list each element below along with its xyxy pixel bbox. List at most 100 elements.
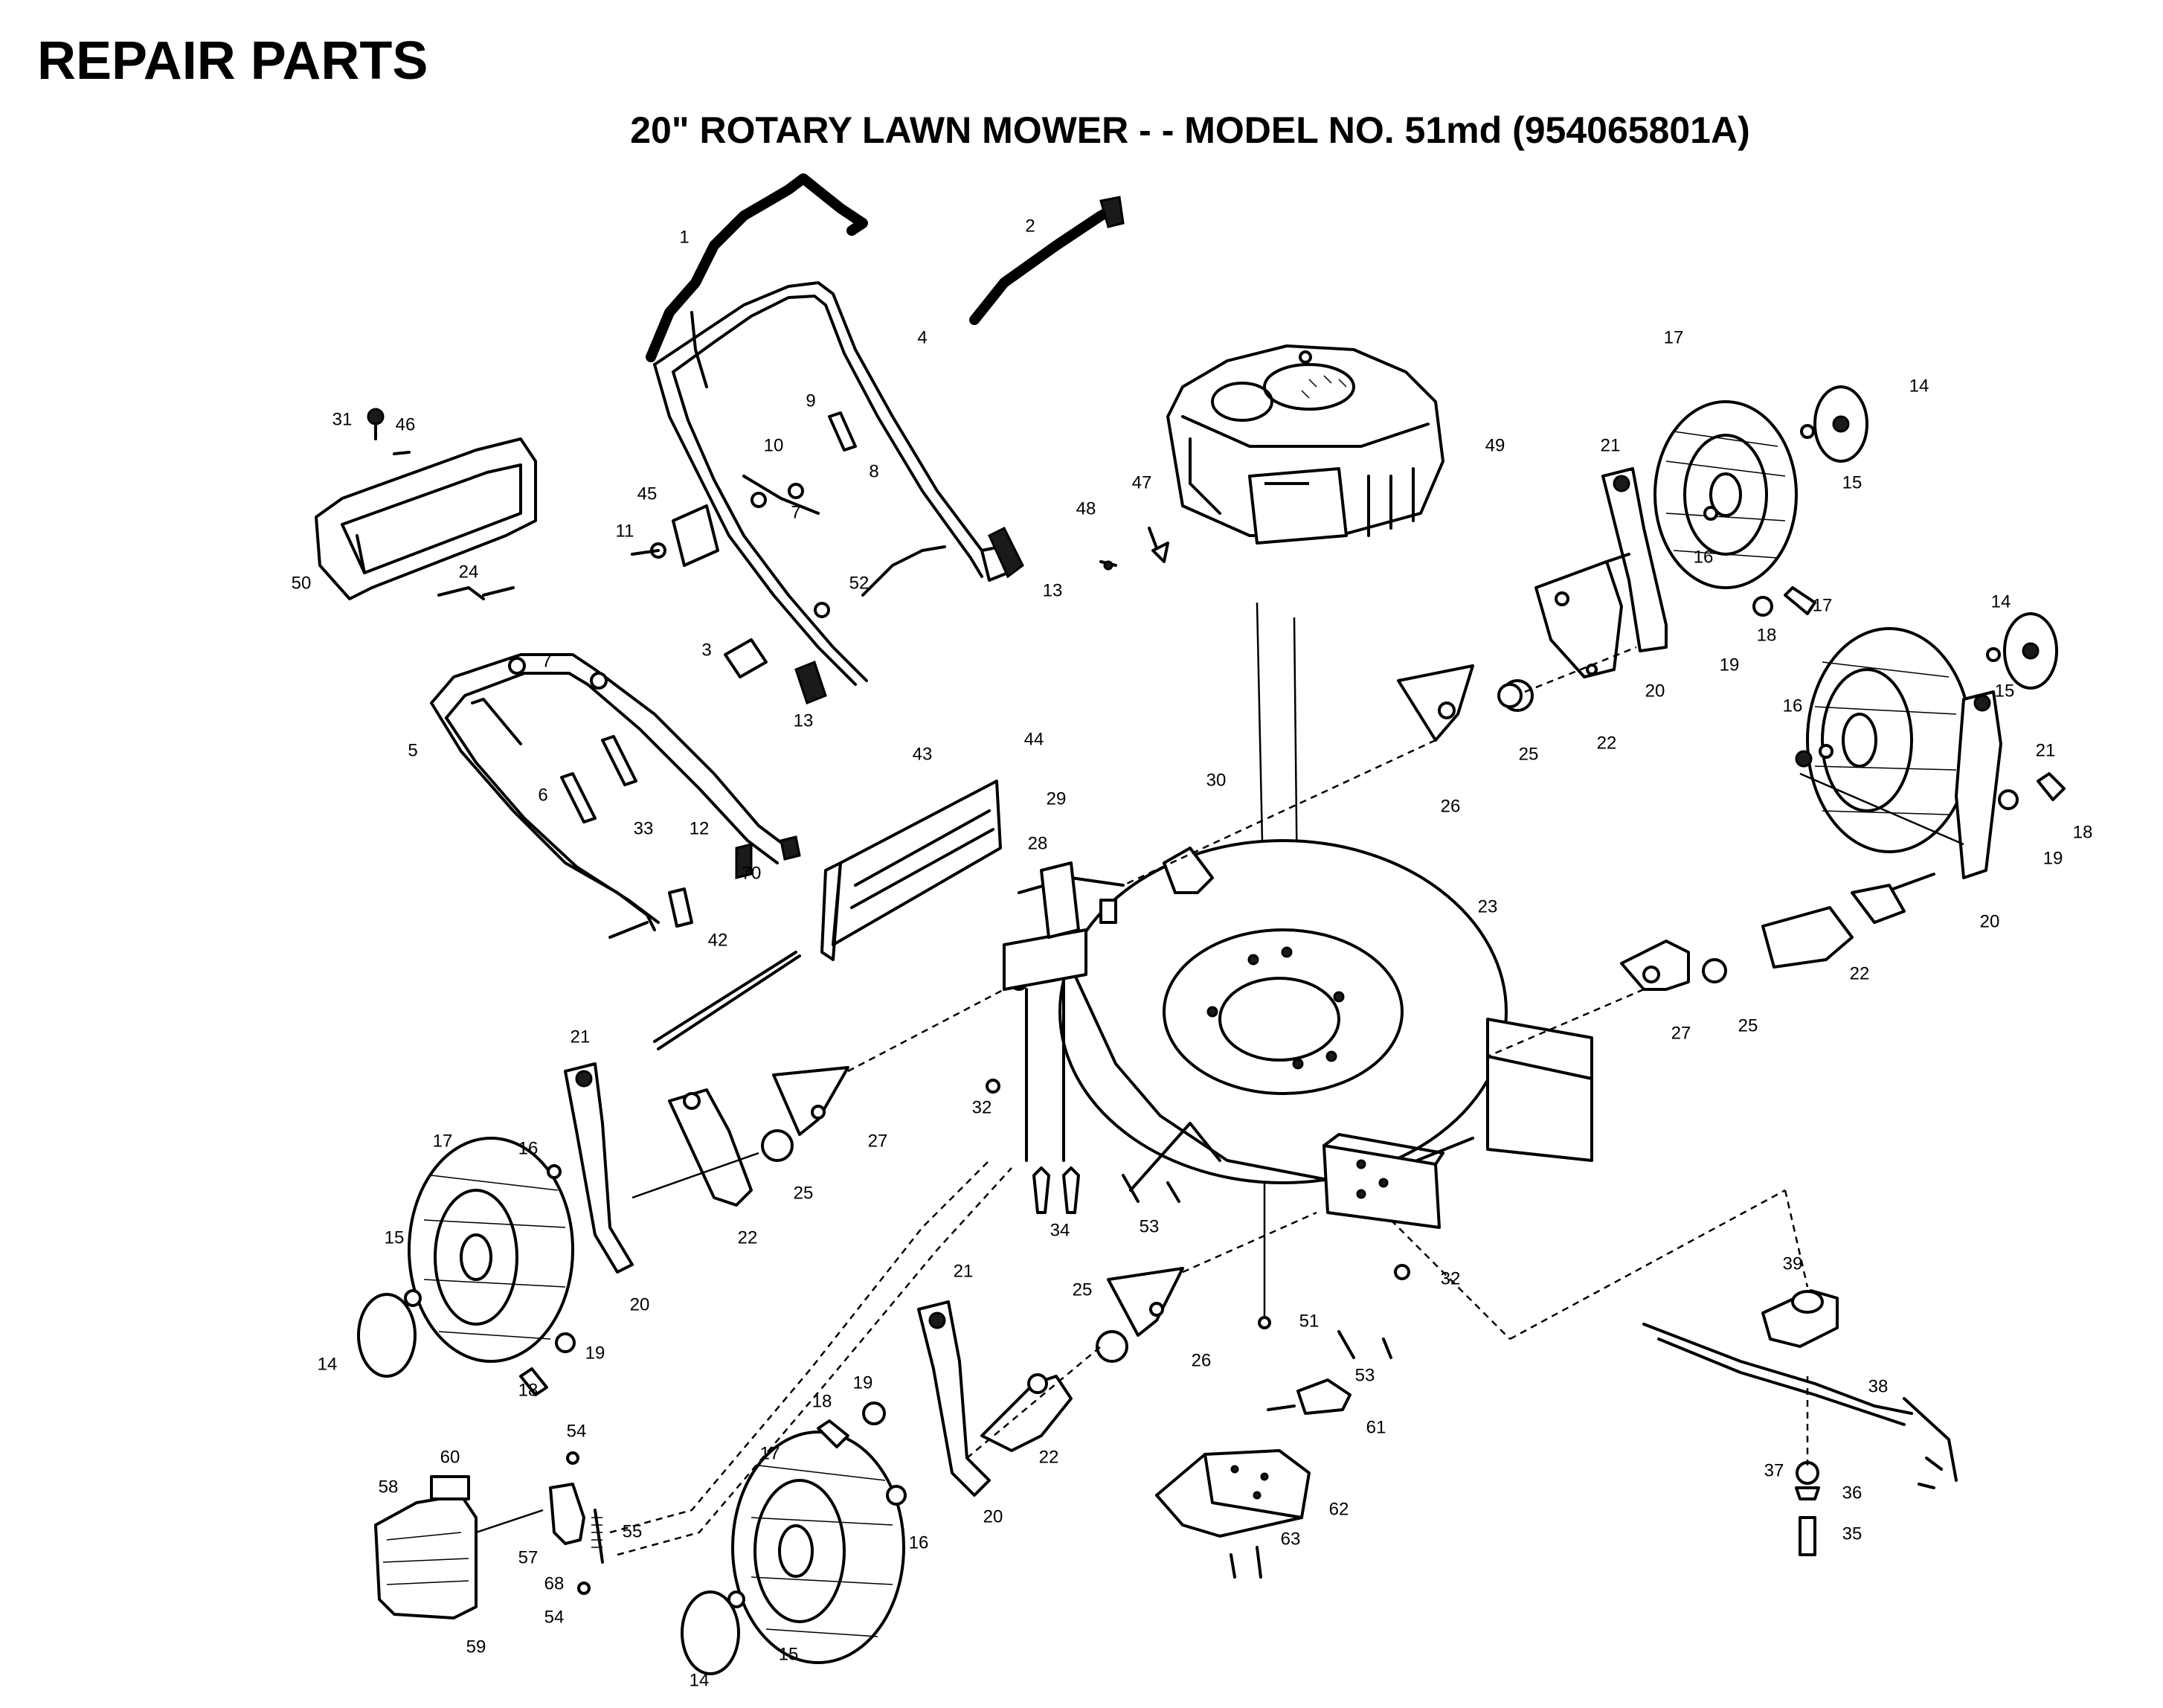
- page-subtitle: 20" ROTARY LAWN MOWER - - MODEL NO. 51md…: [630, 109, 1750, 151]
- callout: 17: [1664, 327, 1684, 347]
- callout: 32: [1441, 1268, 1461, 1288]
- callout: 22: [1597, 733, 1617, 753]
- callout: 27: [868, 1131, 888, 1151]
- long-assembly-leader-a: [609, 1160, 990, 1534]
- callout: 37: [1764, 1460, 1784, 1480]
- callout: 20: [1645, 681, 1665, 701]
- callout: 29: [1047, 789, 1067, 809]
- callout: 15: [779, 1644, 799, 1664]
- discharge-chute: [1122, 1174, 1410, 1579]
- mower-deck: [1010, 839, 1593, 1229]
- callout: 17: [760, 1443, 780, 1463]
- callout: 60: [440, 1447, 460, 1467]
- callout: 19: [585, 1343, 605, 1363]
- callout: 16: [1783, 696, 1803, 716]
- callout: 45: [637, 484, 658, 504]
- callout: 49: [1485, 435, 1505, 455]
- deck-hinge-bracket: [986, 847, 1214, 1214]
- callout: 26: [1441, 796, 1461, 816]
- callout: 2: [1025, 216, 1035, 236]
- cable-control: [631, 411, 1024, 704]
- grass-bag: [374, 1451, 604, 1619]
- handle-grip: [969, 196, 1125, 325]
- callout: 16: [518, 1138, 539, 1158]
- callout: 30: [1206, 770, 1227, 790]
- callout: 23: [1478, 896, 1498, 916]
- engine: [1099, 344, 1444, 571]
- callout: 43: [913, 744, 933, 764]
- callout: 16: [1694, 547, 1714, 567]
- callout: 17: [433, 1131, 453, 1151]
- callout: 47: [1132, 472, 1152, 492]
- callout: 7: [541, 651, 551, 671]
- callout: 46: [396, 414, 416, 434]
- wheel-assembly-front-left: [357, 988, 1005, 1396]
- callout: 20: [1980, 911, 2000, 931]
- grass-catcher-frame-top: [315, 408, 537, 600]
- callout: 14: [690, 1670, 710, 1690]
- callout: 10: [764, 435, 784, 455]
- callout: 62: [1329, 1499, 1349, 1519]
- callout: 15: [1842, 472, 1863, 492]
- callout: 20: [983, 1506, 1003, 1526]
- callout: 34: [1050, 1220, 1070, 1240]
- callout: 19: [2043, 848, 2063, 868]
- callout: 48: [1076, 498, 1096, 518]
- callout: 51: [1299, 1311, 1320, 1331]
- callout: 27: [1671, 1023, 1691, 1043]
- callout: 28: [1028, 833, 1048, 853]
- callout: 42: [708, 930, 728, 950]
- callout: 21: [1601, 435, 1621, 455]
- callout: 15: [1995, 681, 2015, 701]
- callout: 5: [408, 740, 417, 760]
- callout: 25: [794, 1183, 814, 1203]
- callout: 33: [634, 818, 654, 838]
- lower-handle: [430, 653, 801, 939]
- callout: 35: [1842, 1524, 1863, 1544]
- callout: 4: [917, 327, 927, 347]
- callout: 20: [630, 1294, 650, 1314]
- callout: 13: [794, 710, 814, 731]
- callout: 31: [332, 409, 353, 429]
- callout: 14: [318, 1354, 338, 1374]
- callout: 39: [1783, 1253, 1803, 1274]
- callout: 7: [791, 502, 800, 522]
- callout: 53: [1355, 1365, 1375, 1385]
- long-assembly-leader-b: [617, 1167, 1012, 1556]
- deck-to-blade-leader-b: [1509, 1189, 1786, 1341]
- rear-shield: [653, 780, 1002, 1050]
- callout: 3: [701, 640, 711, 660]
- callout: 25: [1073, 1280, 1093, 1300]
- callout-labels: 1 2 4 9 8 10 7 45 11 52 13 3 13 31 46 50…: [292, 216, 2093, 1690]
- callout: 8: [869, 461, 878, 481]
- callout: 44: [1024, 729, 1044, 749]
- deck-to-blade-leader-a: [1390, 1219, 1511, 1340]
- callout: 53: [1140, 1216, 1160, 1236]
- callout: 58: [379, 1477, 399, 1497]
- callout: 22: [1850, 963, 1870, 983]
- callout: 14: [1909, 376, 1929, 396]
- wheel-assembly-rear-right-b: [1487, 612, 2066, 1058]
- callout: 22: [1039, 1447, 1059, 1467]
- callout: 13: [1043, 580, 1063, 600]
- callout: 21: [2036, 740, 2056, 760]
- callout: 63: [1281, 1529, 1301, 1549]
- callout: 19: [1720, 655, 1740, 675]
- callout: 55: [623, 1521, 643, 1541]
- callout: 32: [972, 1097, 992, 1117]
- callout: 18: [812, 1391, 832, 1411]
- callout: 36: [1842, 1483, 1863, 1503]
- callout: 70: [742, 863, 762, 883]
- callout: 18: [518, 1380, 539, 1400]
- callout: 68: [544, 1573, 565, 1593]
- callout: 18: [2073, 822, 2093, 842]
- wheel-assembly-rear-right-a: [1122, 385, 1868, 887]
- callout: 6: [538, 785, 547, 805]
- callout: 19: [853, 1372, 873, 1393]
- callout: 14: [1991, 591, 2011, 611]
- main-handle-frame: [653, 281, 1009, 686]
- callout: 15: [385, 1227, 405, 1248]
- deck-to-blade-leader-c: [1784, 1190, 1809, 1288]
- callout: 18: [1757, 625, 1777, 645]
